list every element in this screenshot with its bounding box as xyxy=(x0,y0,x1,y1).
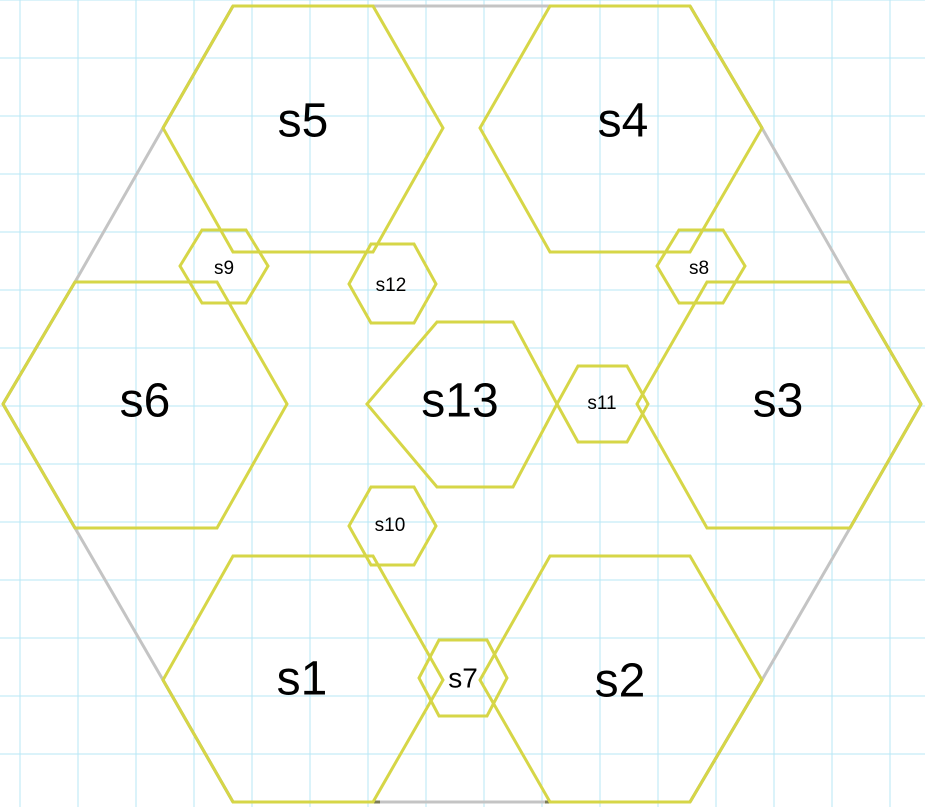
label-s10: s10 xyxy=(375,515,406,536)
hexagon-s6 xyxy=(1,280,289,530)
label-s11: s11 xyxy=(587,393,616,414)
hexagon-s12 xyxy=(347,242,438,325)
hexagon-s9 xyxy=(178,228,270,305)
outer-edge-bottom-right-light xyxy=(760,527,852,681)
hexagon-s4 xyxy=(478,4,764,254)
label-s2: s2 xyxy=(595,655,646,708)
label-s5: s5 xyxy=(278,95,329,148)
label-s4: s4 xyxy=(598,95,649,148)
outer-edge-top-right-light xyxy=(760,127,852,283)
label-s3: s3 xyxy=(753,375,804,428)
outer-edge-top-left-light xyxy=(73,127,165,283)
hexagon-s5 xyxy=(161,4,445,254)
hexagon-s8 xyxy=(655,228,747,305)
hexagon-s11 xyxy=(555,364,650,444)
hexagon-s1 xyxy=(161,554,445,804)
hexagon-s3 xyxy=(635,280,923,530)
label-s13: s13 xyxy=(421,375,498,428)
hexagon-s2 xyxy=(478,554,764,804)
label-s7: s7 xyxy=(448,662,478,693)
label-s9: s9 xyxy=(214,258,234,279)
outer-edge-bottom-left-light xyxy=(73,527,165,681)
label-s12: s12 xyxy=(376,275,407,296)
hexagon-s7 xyxy=(417,638,509,718)
label-s6: s6 xyxy=(120,375,171,428)
label-s8: s8 xyxy=(689,258,709,279)
label-s1: s1 xyxy=(277,653,328,706)
hexagon-s10 xyxy=(347,485,438,567)
